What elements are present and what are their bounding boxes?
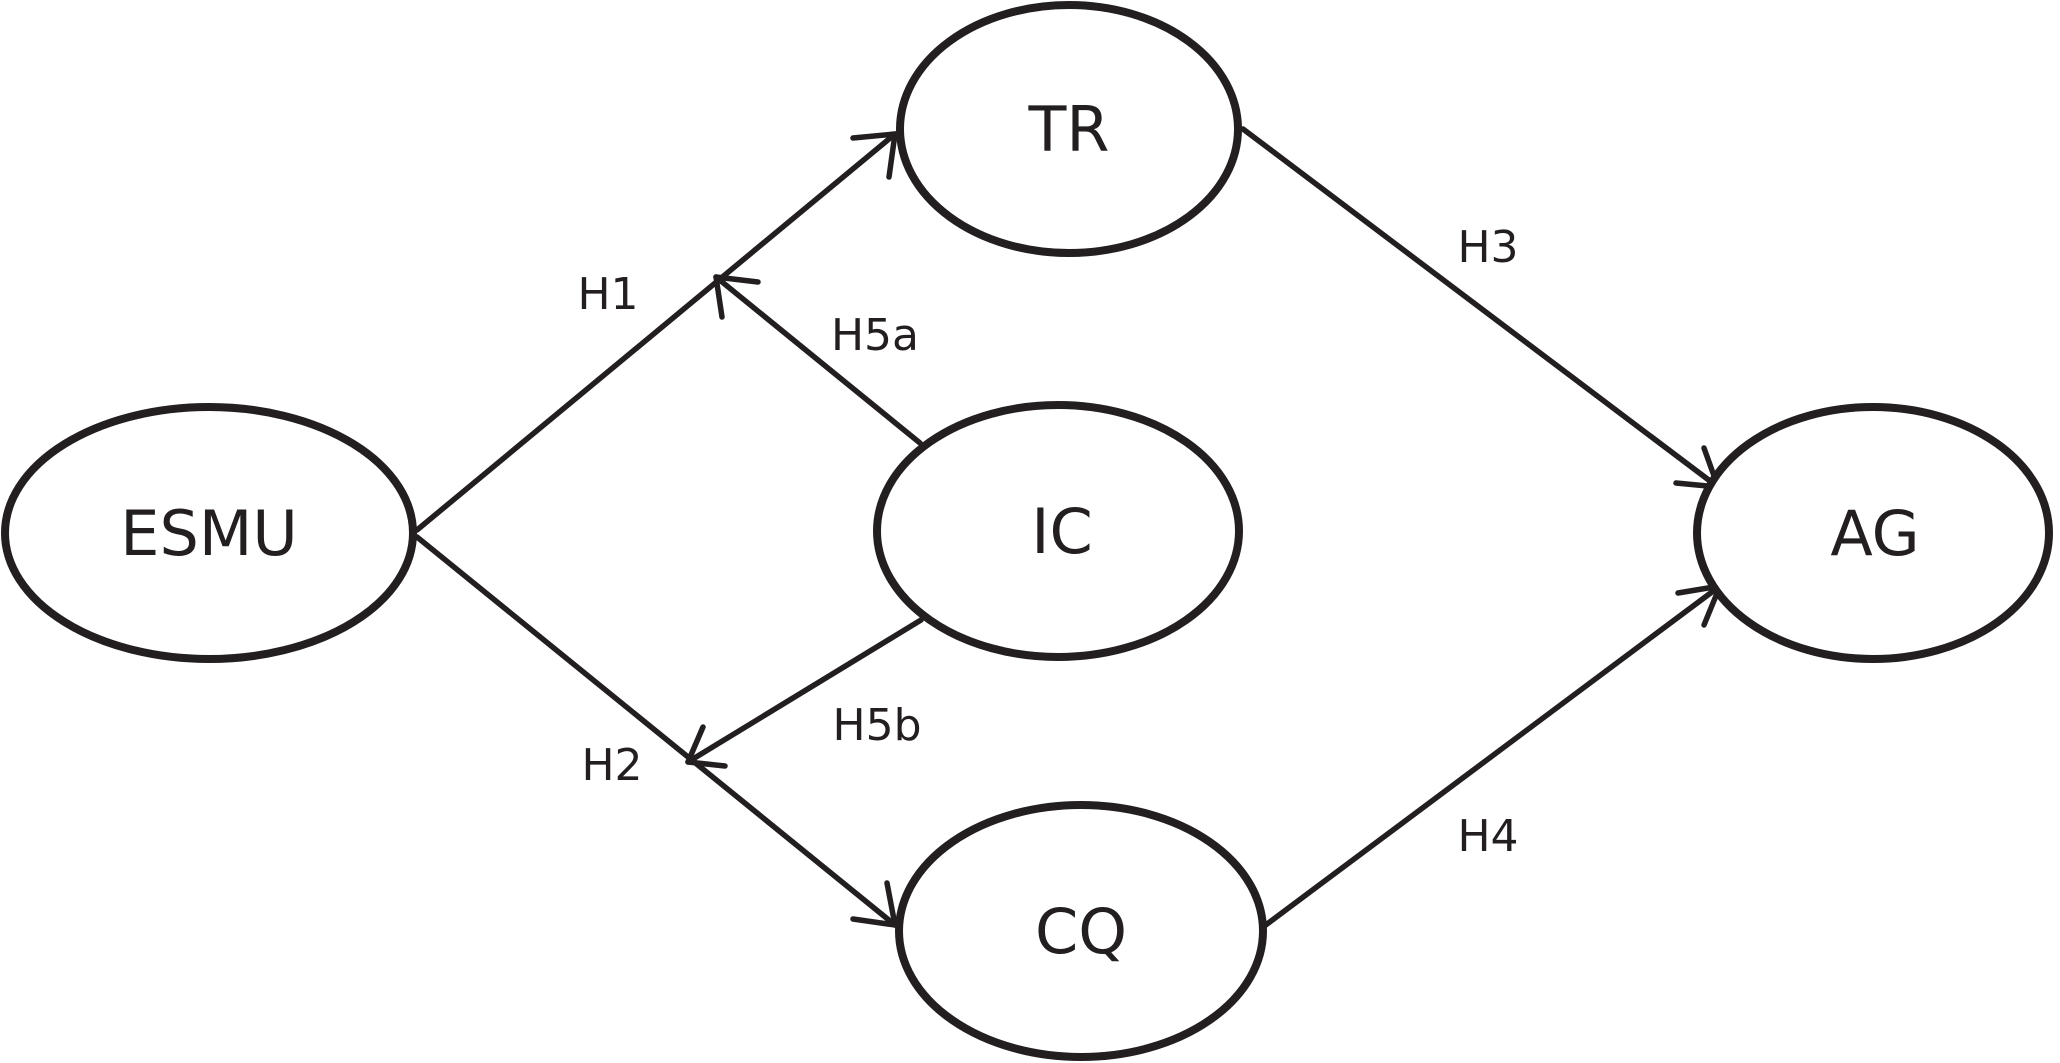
edge-label-h1: H1 bbox=[577, 269, 638, 320]
edge-esmu-tr bbox=[414, 131, 898, 533]
node-ic: IC bbox=[873, 401, 1243, 661]
edge-label-h4: H4 bbox=[1457, 811, 1518, 862]
arrowhead-h2 bbox=[850, 880, 898, 928]
edge-label-h5b: H5b bbox=[832, 700, 921, 751]
edge-label-h2: H2 bbox=[581, 740, 642, 791]
node-cq-label: CQ bbox=[1035, 895, 1127, 968]
edge-ic-h2 bbox=[685, 617, 924, 769]
node-ag: AG bbox=[1693, 403, 2053, 663]
edge-ic-h1 bbox=[713, 274, 923, 446]
node-ag-label: AG bbox=[1830, 497, 1919, 570]
edge-esmu-cq bbox=[414, 534, 898, 928]
edge-label-h3: H3 bbox=[1457, 222, 1518, 273]
arrowhead-h1 bbox=[850, 131, 898, 180]
arrowhead-h5a bbox=[713, 274, 761, 320]
edge-tr-ag bbox=[1240, 126, 1721, 490]
node-ic-label: IC bbox=[1031, 495, 1093, 568]
node-esmu-label: ESMU bbox=[120, 497, 297, 570]
node-tr-label: TR bbox=[1028, 93, 1110, 166]
node-esmu: ESMU bbox=[1, 403, 417, 663]
edge-label-h5a: H5a bbox=[831, 310, 919, 361]
node-tr: TR bbox=[896, 1, 1242, 257]
edge-cq-ag bbox=[1260, 583, 1723, 930]
arrowhead-h5b bbox=[685, 724, 728, 769]
node-cq: CQ bbox=[895, 801, 1267, 1061]
